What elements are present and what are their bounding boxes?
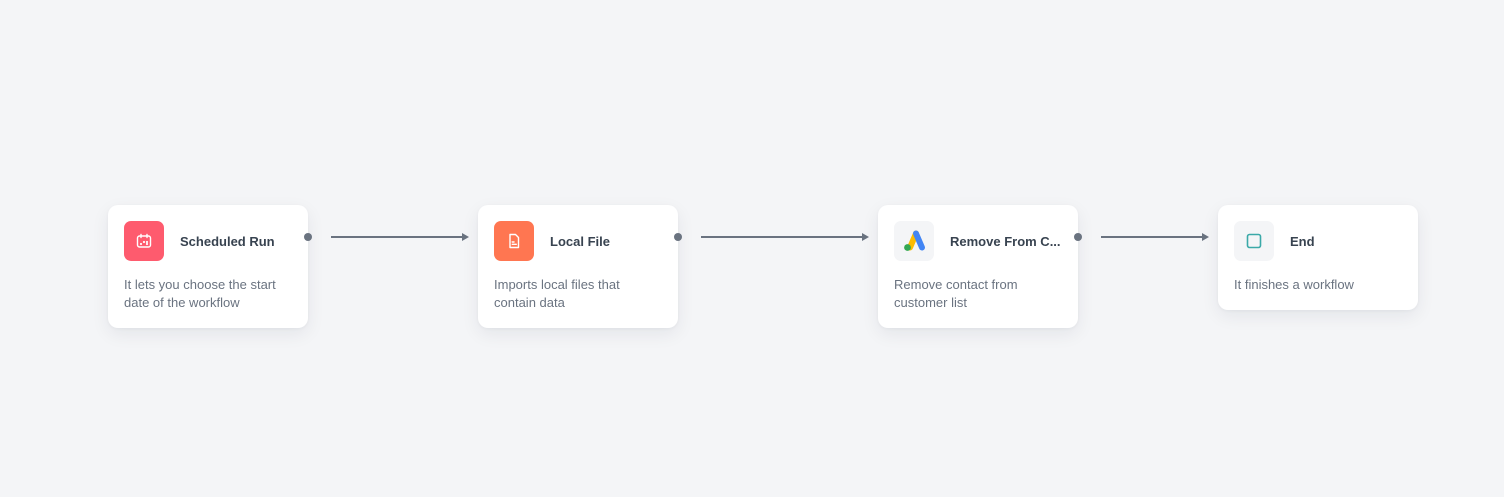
node-title: Scheduled Run <box>180 233 275 249</box>
node-title: Local File <box>550 233 610 249</box>
node-local-file[interactable]: Local File Imports local files that cont… <box>478 205 682 328</box>
file-icon <box>494 221 534 261</box>
output-port[interactable] <box>674 233 682 241</box>
edge-connector[interactable] <box>1101 233 1209 241</box>
node-remove-from-customer-list[interactable]: Remove From C... Remove contact from cus… <box>878 205 1082 328</box>
node-title: Remove From C... <box>950 233 1061 249</box>
output-port[interactable] <box>304 233 312 241</box>
edge-connector[interactable] <box>331 233 469 241</box>
node-description: It finishes a workflow <box>1234 277 1354 292</box>
node-description: It lets you choose the start date of the… <box>124 277 276 310</box>
node-scheduled-run[interactable]: Scheduled Run It lets you choose the sta… <box>108 205 312 328</box>
node-description: Remove contact from customer list <box>894 277 1018 310</box>
node-description: Imports local files that contain data <box>494 277 620 310</box>
node-end[interactable]: End It finishes a workflow <box>1218 205 1418 310</box>
google-ads-icon <box>894 221 934 261</box>
calendar-icon <box>124 221 164 261</box>
node-title: End <box>1290 233 1315 249</box>
stop-square-icon <box>1234 221 1274 261</box>
edge-connector[interactable] <box>701 233 869 241</box>
output-port[interactable] <box>1074 233 1082 241</box>
